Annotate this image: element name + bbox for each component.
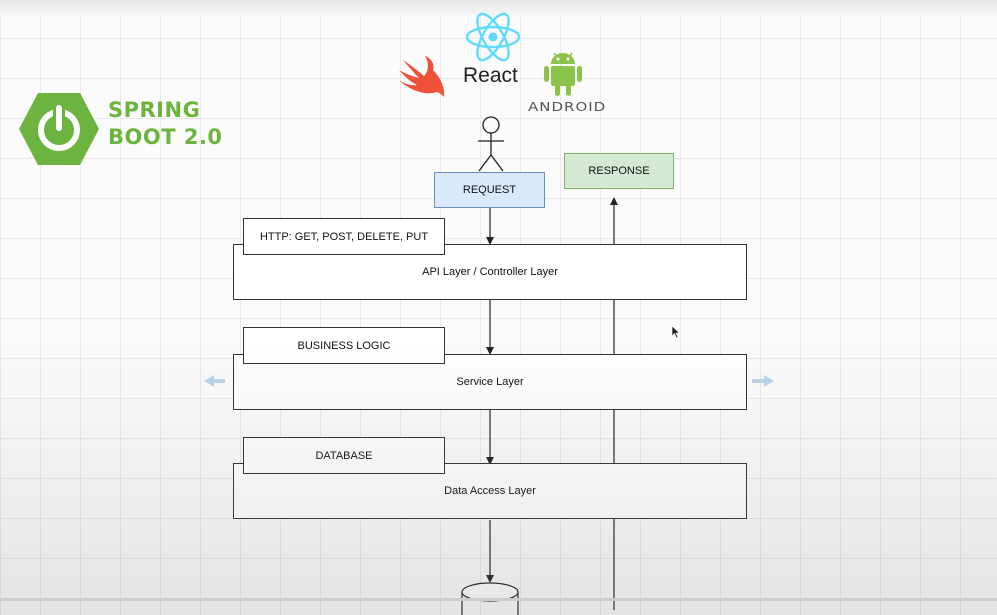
- spring-boot-title: SPRING BOOT 2.0: [108, 97, 223, 151]
- spring-boot-logo-icon: [19, 93, 99, 165]
- mouse-cursor-icon: [671, 325, 681, 339]
- business-logic-label: BUSINESS LOGIC: [297, 339, 391, 352]
- video-progress-bar[interactable]: [0, 598, 997, 601]
- database-label: DATABASE: [315, 449, 373, 462]
- business-logic-tag[interactable]: BUSINESS LOGIC: [243, 327, 445, 364]
- database-tag[interactable]: DATABASE: [243, 437, 445, 474]
- response-box[interactable]: RESPONSE: [564, 153, 674, 189]
- database-cylinder-icon: [461, 582, 519, 615]
- http-methods-tag[interactable]: HTTP: GET, POST, DELETE, PUT: [243, 218, 445, 255]
- react-logo-icon: [465, 12, 521, 62]
- response-label: RESPONSE: [588, 165, 650, 177]
- user-actor-icon: [478, 116, 504, 172]
- api-layer-label: API Layer / Controller Layer: [422, 266, 558, 278]
- react-label: React: [463, 64, 518, 87]
- service-layer-label: Service Layer: [456, 376, 524, 388]
- spring-line1: SPRING: [108, 98, 201, 122]
- request-box[interactable]: REQUEST: [434, 172, 545, 208]
- top-bar: [0, 0, 997, 16]
- spring-line2: BOOT 2.0: [108, 125, 223, 149]
- android-label: ANDROID: [528, 99, 607, 115]
- http-methods-label: HTTP: GET, POST, DELETE, PUT: [259, 230, 429, 243]
- swift-logo-icon: [399, 56, 445, 97]
- request-label: REQUEST: [462, 184, 517, 196]
- data-access-layer-label: Data Access Layer: [444, 485, 536, 497]
- android-logo-icon: [544, 52, 582, 96]
